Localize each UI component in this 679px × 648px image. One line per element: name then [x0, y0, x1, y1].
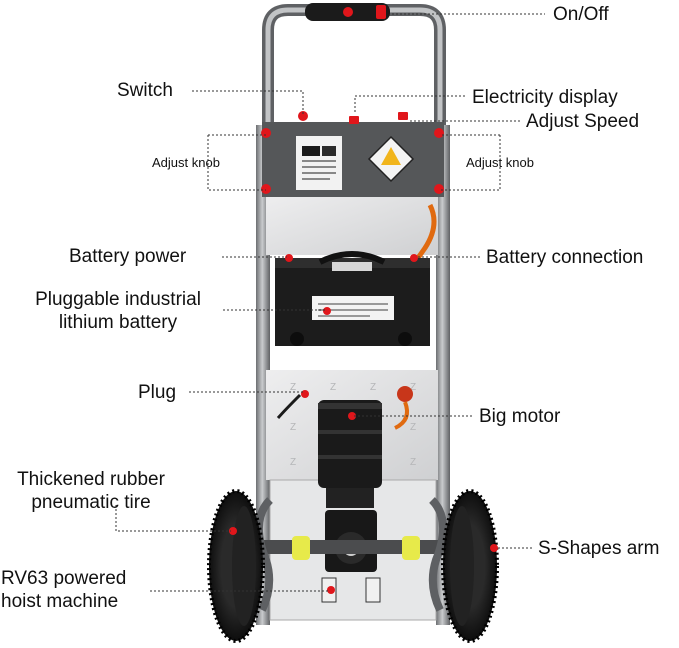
- label-hoist: RV63 powered hoist machine: [1, 567, 126, 613]
- plate-pattern: Z Z Z Z Z Z Z Z: [290, 382, 416, 468]
- right-tire: [441, 489, 499, 643]
- left-tire: [207, 489, 265, 643]
- label-plug: Plug: [138, 382, 177, 403]
- label-pluggable-battery: Pluggable industrial lithium battery: [18, 288, 218, 334]
- right-hub: [402, 536, 420, 560]
- upper-back-plate: [266, 195, 438, 255]
- control-panel: [262, 122, 444, 197]
- svg-text:Z: Z: [410, 457, 416, 468]
- s-arm-left: [254, 497, 274, 612]
- power-display: [302, 146, 320, 156]
- label-pluggable-battery-line1: Pluggable industrial: [35, 289, 201, 310]
- svg-text:Z: Z: [290, 422, 296, 433]
- label-battery-connection: Battery connection: [486, 247, 644, 268]
- label-s-shapes-arm: S-Shapes arm: [538, 538, 660, 559]
- label-hoist-line1: RV63 powered: [1, 568, 127, 589]
- handle-frame: [262, 3, 446, 130]
- label-pluggable-battery-line2: lithium battery: [58, 312, 178, 333]
- label-battery-power: Battery power: [69, 246, 187, 267]
- label-tire-line2: pneumatic tire: [31, 492, 151, 513]
- motor: [318, 400, 382, 508]
- s-arm-right: [428, 497, 448, 612]
- label-hoist-line2: hoist machine: [1, 591, 119, 612]
- label-adjust-knob-right: Adjust knob: [466, 155, 534, 170]
- svg-text:Z: Z: [370, 382, 376, 393]
- label-electricity-display: Electricity display: [472, 87, 618, 108]
- plug-cable: [276, 393, 302, 419]
- label-switch: Switch: [117, 80, 173, 101]
- svg-text:Z: Z: [290, 382, 296, 393]
- label-tire: Thickened rubber pneumatic tire: [2, 468, 180, 514]
- label-tire-line1: Thickened rubber: [17, 469, 165, 490]
- right-rail: [436, 125, 450, 625]
- label-adjust-speed: Adjust Speed: [526, 111, 640, 132]
- lithium-battery: [275, 251, 430, 346]
- label-on-off: On/Off: [553, 4, 609, 25]
- display-sticker: [296, 136, 342, 190]
- label-big-motor: Big motor: [479, 406, 561, 427]
- svg-text:Z: Z: [410, 382, 416, 393]
- svg-text:Z: Z: [410, 422, 416, 433]
- label-adjust-knob-left: Adjust knob: [152, 155, 220, 170]
- svg-text:Z: Z: [330, 382, 336, 393]
- svg-text:Z: Z: [290, 457, 296, 468]
- left-hub: [292, 536, 310, 560]
